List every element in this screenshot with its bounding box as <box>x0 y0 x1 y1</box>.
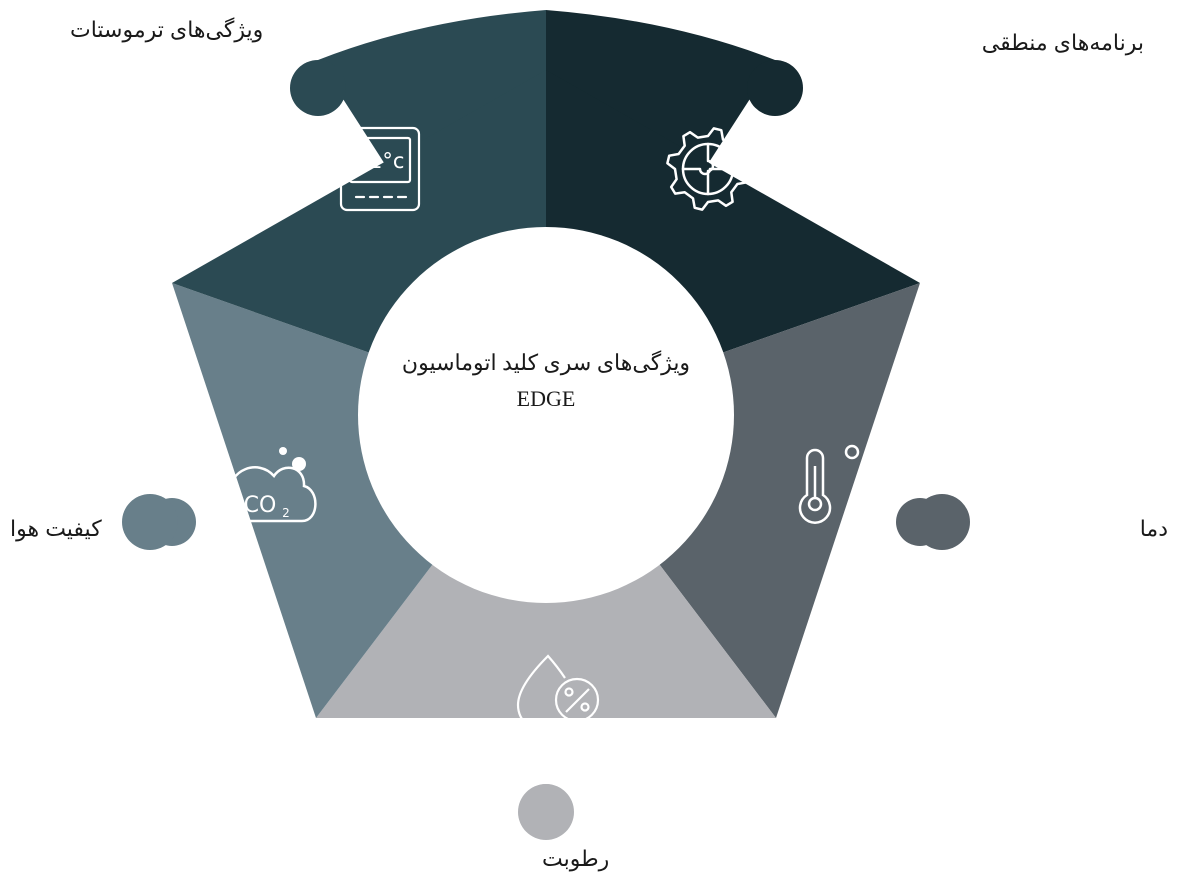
shoulder-bump <box>290 60 346 116</box>
label-temperature: دما <box>1139 516 1168 541</box>
shoulder-bump <box>914 494 970 550</box>
co2-cloud-icon: CO 2 <box>214 447 317 523</box>
thermostat-display-icon: 21°c <box>339 126 421 212</box>
center-text: ویژگی‌های سری کلید اتوماسیون EDGE <box>358 345 734 417</box>
center-circle <box>358 227 734 603</box>
svg-text:CO: CO <box>244 493 277 518</box>
label-humidity: رطوبت <box>542 846 610 871</box>
center-title: ویژگی‌های سری کلید اتوماسیون <box>401 350 691 375</box>
thermometer-icon <box>798 444 860 524</box>
label-logic-programs: برنامه‌های منطقی <box>981 30 1144 55</box>
label-air-quality: کیفیت هوا <box>10 516 102 541</box>
shoulder-bump <box>518 784 574 840</box>
shoulder-bump <box>122 494 178 550</box>
center-subtitle: EDGE <box>516 386 576 411</box>
gear-puzzle-icon <box>666 127 750 211</box>
label-thermostat-features: ویژگی‌های ترموستات <box>70 17 264 42</box>
thermostat-reading: 21°c <box>356 149 405 173</box>
humidity-drop-icon <box>516 654 600 736</box>
svg-text:2: 2 <box>282 506 290 520</box>
shoulder-bump <box>747 60 803 116</box>
